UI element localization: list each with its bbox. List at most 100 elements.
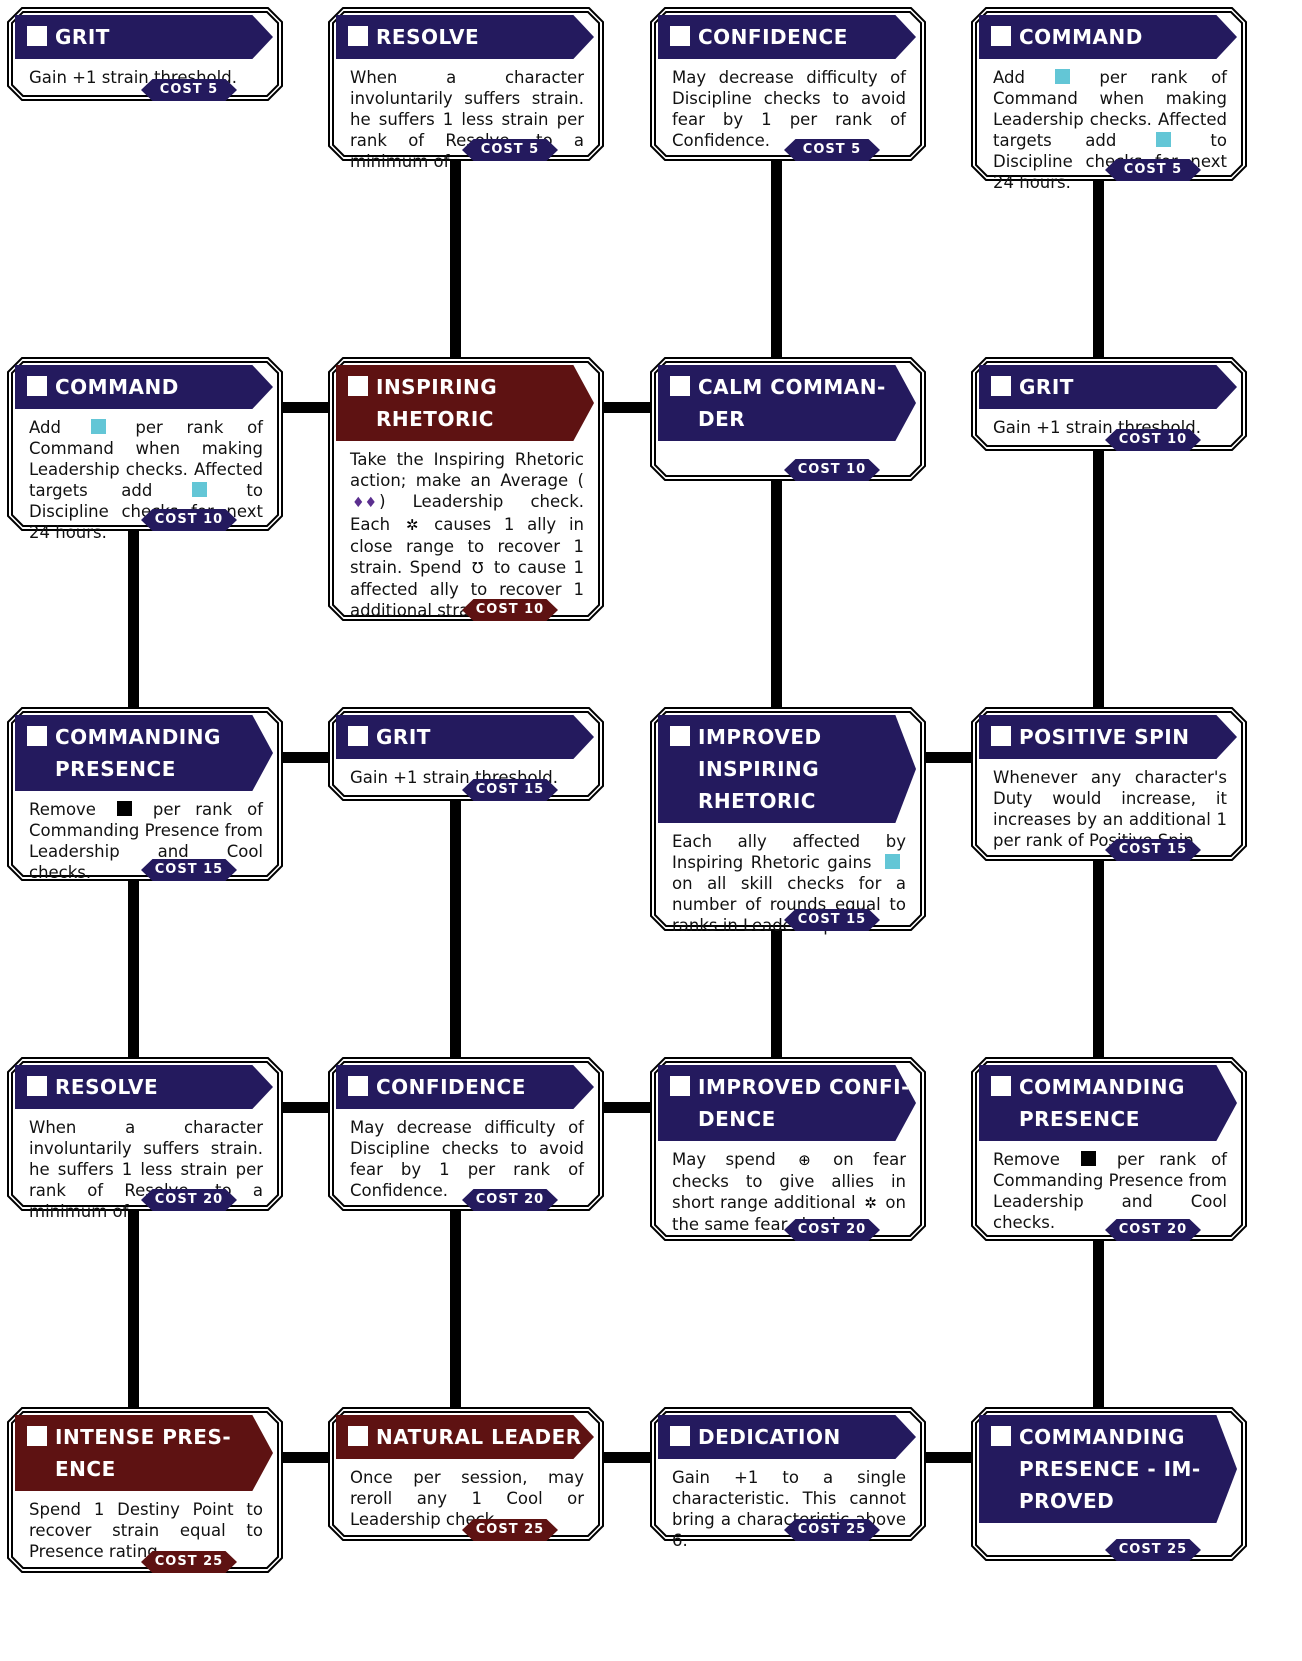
talent-title: GRIT — [15, 15, 273, 59]
dice-result-icon: ⊕ — [798, 1151, 811, 1169]
talent-checkbox[interactable] — [348, 1076, 368, 1096]
talent-checkbox[interactable] — [670, 26, 690, 46]
connector-vertical — [128, 1199, 139, 1419]
connector-horizontal — [916, 1452, 981, 1463]
boost-die-icon — [885, 854, 900, 869]
talent-checkbox[interactable] — [348, 376, 368, 396]
talent-title-line: PRESENCE — [1019, 1107, 1140, 1131]
talent-checkbox[interactable] — [991, 726, 1011, 746]
connector-vertical — [128, 519, 139, 719]
talent-cost: COST 25 — [141, 1551, 237, 1573]
talent-title-line: IMPROVED CONFI- — [698, 1075, 910, 1099]
talent-checkbox[interactable] — [991, 1076, 1011, 1096]
talent-description: Gain +1 strain threshold. — [350, 768, 558, 787]
talent-description: Take the Inspiring Rhetoric action; make… — [350, 450, 584, 620]
talent-checkbox[interactable] — [348, 26, 368, 46]
talent-description: Add per rank of Command when making Lead… — [993, 68, 1227, 192]
talent-title-text: GRIT — [376, 725, 431, 749]
talent-cost: COST 15 — [1105, 839, 1201, 861]
talent-checkbox[interactable] — [991, 376, 1011, 396]
talent-checkbox[interactable] — [670, 1076, 690, 1096]
talent-title-text: GRIT — [1019, 375, 1074, 399]
talent-card[interactable]: IMPROVED CONFI- DENCE May spend ⊕ on fear … — [650, 1057, 926, 1241]
talent-cost: COST 5 — [1105, 159, 1201, 181]
talent-title: RESOLVE — [15, 1065, 273, 1109]
talent-title: CONFIDENCE — [336, 1065, 594, 1109]
talent-title-text: RESOLVE — [55, 1075, 159, 1099]
talent-checkbox[interactable] — [670, 1426, 690, 1446]
talent-checkbox[interactable] — [348, 726, 368, 746]
talent-checkbox[interactable] — [27, 376, 47, 396]
connector-horizontal — [916, 752, 981, 763]
dice-result-icon: ℧ — [472, 559, 484, 577]
talent-checkbox[interactable] — [27, 1426, 47, 1446]
talent-description: May spend ⊕ on fear checks to give allie… — [672, 1150, 906, 1234]
talent-checkbox[interactable] — [27, 1076, 47, 1096]
talent-description — [993, 1531, 1227, 1537]
talent-title-line: CALM COMMAN- — [698, 375, 886, 399]
talent-description: Remove per rank of Commanding Presence f… — [993, 1150, 1227, 1232]
talent-title-line: COMMANDING — [1019, 1425, 1185, 1449]
talent-checkbox[interactable] — [27, 726, 47, 746]
talent-checkbox[interactable] — [991, 1426, 1011, 1446]
talent-checkbox[interactable] — [670, 376, 690, 396]
connector-horizontal — [594, 1452, 660, 1463]
connector-horizontal — [594, 402, 660, 413]
connector-horizontal — [273, 1102, 338, 1113]
talent-cost: COST 10 — [462, 599, 558, 621]
connector-horizontal — [594, 1102, 660, 1113]
talent-description: Gain +1 to a single characteristic. This… — [672, 1468, 906, 1550]
talent-description: Spend 1 Destiny Point to recover strain … — [29, 1500, 263, 1561]
boost-die-icon — [1155, 132, 1171, 147]
talent-cost: COST 5 — [784, 139, 880, 161]
talent-description — [672, 449, 906, 457]
talent-title-text: CONFIDENCE — [376, 1075, 526, 1099]
connector-vertical — [450, 1199, 461, 1419]
talent-title-text: CONFIDENCE — [698, 25, 848, 49]
talent-title-text: RESOLVE — [376, 25, 480, 49]
talent-title-line: COMMANDING — [55, 725, 221, 749]
talent-checkbox[interactable] — [670, 726, 690, 746]
talent-description: Gain +1 strain threshold. — [993, 418, 1201, 437]
boost-die-icon — [90, 419, 106, 434]
talent-cost: COST 10 — [784, 459, 880, 481]
talent-checkbox[interactable] — [348, 1426, 368, 1446]
talent-checkbox[interactable] — [27, 26, 47, 46]
talent-cost: COST 5 — [462, 139, 558, 161]
talent-description: Each ally affected by Inspiring Rhetoric… — [672, 832, 906, 935]
difficulty-dice-icon: ♦♦ — [352, 495, 378, 511]
talent-title: NATURAL LEADER — [336, 1415, 594, 1459]
connector-vertical — [128, 869, 139, 1069]
talent-checkbox[interactable] — [991, 26, 1011, 46]
talent-title-line: DENCE — [698, 1107, 776, 1131]
connector-vertical — [450, 149, 461, 369]
dice-result-icon: ✲ — [864, 1194, 877, 1212]
talent-cost: COST 25 — [784, 1519, 880, 1541]
talent-cost: COST 20 — [784, 1219, 880, 1241]
